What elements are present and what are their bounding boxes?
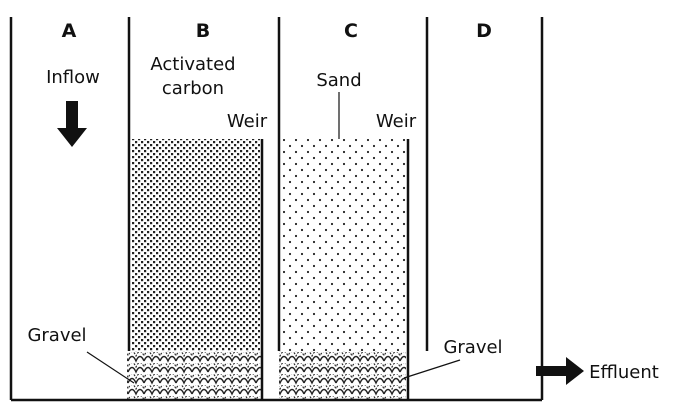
weir-c-label: Weir: [376, 111, 417, 132]
gravel-left-label: Gravel: [27, 325, 86, 346]
activated-carbon-label-line2: carbon: [162, 78, 224, 99]
tank-walls: [9, 17, 544, 402]
chamber-d-label: D: [476, 20, 492, 42]
sand-label: Sand: [316, 70, 361, 91]
inflow-label: Inflow: [46, 67, 100, 88]
arrow-down-icon: [57, 101, 87, 147]
gravel-layer-left: [127, 351, 262, 399]
gravel-left-leader-line: [86, 351, 135, 384]
activated-carbon-label-line1: Activated: [150, 54, 235, 75]
activated-carbon-layer: [132, 139, 260, 351]
gravel-right-leader-line: [403, 359, 461, 379]
chamber-c-label: C: [344, 20, 358, 42]
arrow-right-icon: [536, 357, 584, 385]
weir-b-label: Weir: [227, 111, 268, 132]
sand-layer: [283, 139, 406, 351]
gravel-layer-right: [279, 351, 406, 399]
chamber-b-label: B: [196, 20, 210, 42]
chamber-a-label: A: [62, 20, 77, 42]
gravel-right-label: Gravel: [443, 337, 502, 358]
effluent-label: Effluent: [589, 362, 659, 383]
